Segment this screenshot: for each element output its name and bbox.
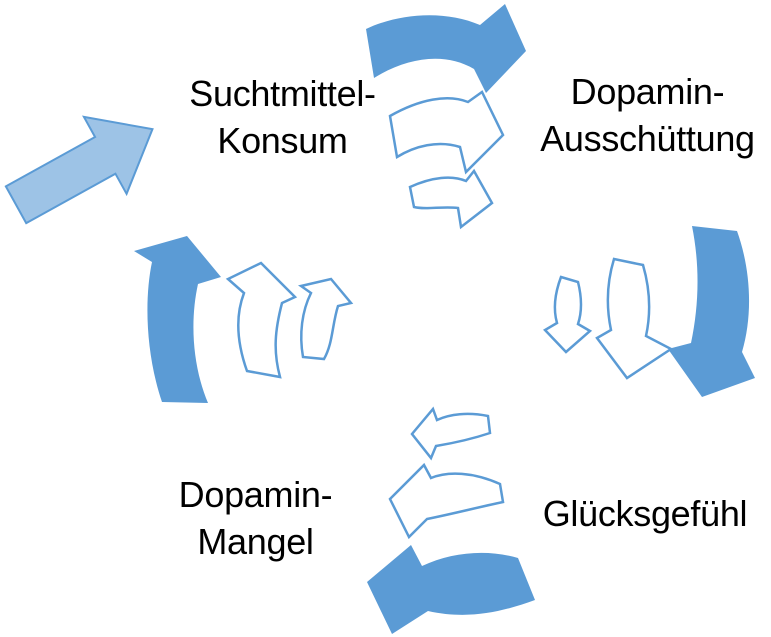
cycle-arrow-left-icon [134, 236, 221, 403]
inner-arrow-right-large-icon [595, 257, 674, 380]
inner-arrow-bottom-large-icon [388, 462, 505, 540]
inner-arrow-left-small-icon [297, 277, 354, 361]
label-line: Suchtmittel- [189, 73, 376, 114]
cycle-arrow-right-icon [668, 226, 755, 397]
label-line: Mangel [197, 521, 314, 562]
inner-arrow-top-small-icon [408, 168, 494, 230]
label-line: Ausschüttung [540, 118, 755, 159]
node-label-gluecksgefuehl: Glücksgefühl [490, 490, 771, 537]
node-label-dopamin-mangel: Dopamin- Mangel [103, 472, 408, 566]
label-line: Dopamin- [570, 71, 725, 112]
inner-arrow-bottom-small-icon [410, 406, 492, 461]
cycle-arrow-bottom-icon [367, 545, 535, 634]
cycle-arrow-top-icon [366, 4, 526, 93]
label-line: Glücksgefühl [542, 493, 748, 534]
label-line: Konsum [217, 120, 348, 161]
inner-arrow-left-large-icon [225, 261, 298, 379]
inner-arrow-right-small-icon [543, 275, 593, 354]
node-label-dopamin-ausschuettung: Dopamin- Ausschüttung [495, 68, 771, 162]
label-line: Dopamin- [178, 474, 333, 515]
inner-arrow-top-large-icon [388, 90, 505, 175]
node-label-suchtmittel-konsum: Suchtmittel- Konsum [130, 70, 435, 164]
entry-arrow-icon [4, 115, 154, 225]
